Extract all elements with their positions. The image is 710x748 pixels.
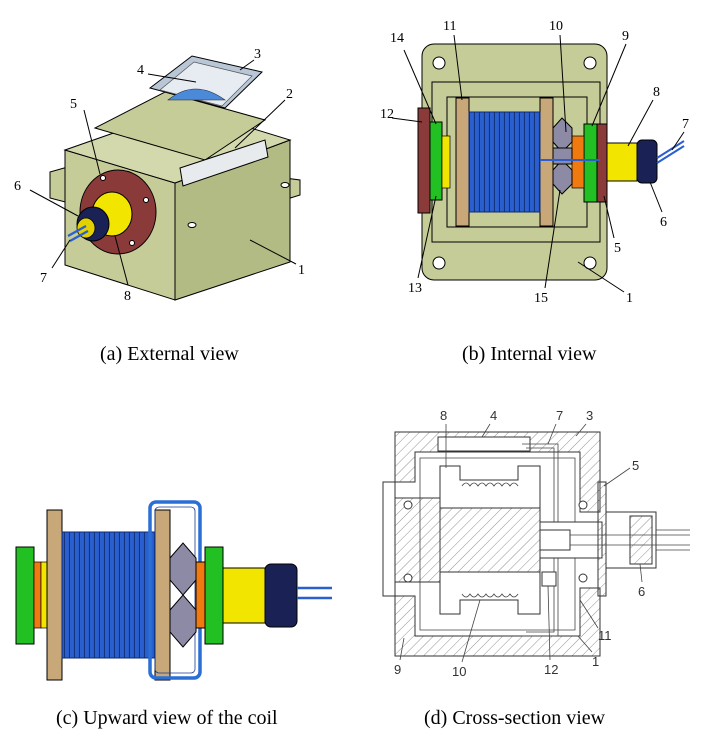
- corner-hole: [432, 256, 446, 270]
- coil-bottom-turns: [461, 593, 519, 598]
- corner-hole: [432, 56, 446, 70]
- blue-frame-inner: [154, 506, 196, 674]
- panel-a-external-view: 4 3 2 5 6 7 8 1 (a) External view: [14, 47, 305, 365]
- navy-cap-face: [76, 217, 96, 239]
- outlet-nut: [629, 515, 653, 565]
- navy-cap: [264, 563, 298, 628]
- inner-frame: [419, 457, 576, 631]
- label-8: 8: [653, 85, 660, 100]
- label-4: 4: [490, 408, 497, 423]
- hex-nut-bottom: [169, 594, 197, 648]
- left-end-plate: [382, 481, 396, 597]
- left-core-orange: [33, 561, 42, 629]
- coil-seen-through-window: [167, 88, 226, 101]
- iron-core: [439, 507, 541, 573]
- flange-bolt: [129, 240, 135, 246]
- bobbin-bottom: [439, 571, 541, 615]
- housing-roof: [93, 91, 267, 161]
- hex-nut-top: [169, 542, 197, 596]
- right-green-bushing: [583, 123, 598, 203]
- left-flange: [417, 107, 431, 214]
- panel-d-cross-section: 8 4 7 3 5 6 11 1 12 10 9 (d) Cross-secti…: [382, 408, 690, 729]
- coil-winding: [61, 531, 156, 659]
- label-5: 5: [614, 241, 621, 256]
- lead-wire: [656, 140, 685, 159]
- corner-hole: [583, 56, 597, 70]
- left-plug: [394, 497, 441, 583]
- label-4: 4: [137, 63, 144, 78]
- label-5: 5: [632, 458, 639, 473]
- caption-c: (c) Upward view of the coil: [56, 707, 278, 729]
- bobbin-right-plate: [154, 509, 171, 681]
- label-11: 11: [443, 19, 456, 34]
- coil-winding: [468, 111, 541, 213]
- label-14: 13: [408, 281, 422, 296]
- right-flange-5: [597, 481, 607, 597]
- flange-bolt: [143, 197, 149, 203]
- right-green-disc: [204, 546, 224, 645]
- bearing-ball: [403, 573, 413, 583]
- flange-bolt: [100, 175, 106, 181]
- label-6: 6: [14, 179, 21, 194]
- nameplate: [179, 139, 269, 187]
- label-12: 12: [544, 662, 558, 677]
- caption-d: (d) Cross-section view: [424, 707, 606, 729]
- hex-nut: [552, 117, 573, 153]
- label-9: 9: [622, 29, 629, 44]
- label-7: 7: [556, 408, 563, 423]
- right-flange: [596, 123, 608, 203]
- label-6: 6: [660, 215, 667, 230]
- left-green-disc: [15, 546, 35, 645]
- bobbin-left-plate: [46, 509, 63, 681]
- left-core-yellow: [441, 135, 451, 189]
- part-12-washer: [541, 571, 557, 587]
- panel-b-internal-view: 14 11 10 9 12 8 7 6 5 1 13 15 (b) Intern…: [380, 19, 689, 365]
- right-core-orange: [571, 135, 585, 189]
- label-12: 14: [390, 31, 404, 46]
- corner-hole: [583, 256, 597, 270]
- lead-wire: [67, 225, 87, 237]
- bearing-ball: [403, 500, 413, 510]
- label-10: 10: [452, 664, 466, 679]
- yellow-sleeve: [606, 142, 638, 182]
- bobbin-left: [455, 97, 470, 227]
- label-9: 9: [394, 662, 401, 677]
- coil-top-turns: [461, 482, 519, 487]
- label-2: 2: [286, 87, 293, 102]
- label-7: 7: [682, 117, 689, 132]
- lead-wire: [656, 145, 685, 164]
- caption-a: (a) External view: [100, 343, 239, 365]
- label-8: 8: [440, 408, 447, 423]
- top-cover-plate: [437, 436, 531, 452]
- mounting-hole: [280, 182, 290, 188]
- caption-b: (b) Internal view: [462, 343, 597, 365]
- label-7: 7: [40, 271, 47, 286]
- bobbin-right: [539, 97, 554, 227]
- label-8: 8: [124, 289, 131, 304]
- nut-middle: [552, 147, 573, 165]
- label-1: 1: [626, 291, 633, 306]
- yellow-sleeve: [222, 567, 266, 624]
- label-10: 10: [549, 19, 563, 34]
- bearing-ball: [578, 573, 588, 583]
- left-green-bushing: [429, 121, 443, 201]
- navy-cap: [636, 139, 658, 184]
- label-6: 6: [638, 584, 645, 599]
- bearing-ball: [578, 500, 588, 510]
- label-15: 15: [534, 291, 548, 306]
- label-13: 12: [380, 107, 394, 122]
- label-3: 3: [254, 47, 261, 62]
- label-3: 3: [586, 408, 593, 423]
- orange-spacer: [195, 561, 206, 629]
- mounting-hole: [187, 222, 197, 228]
- inner-bore: [539, 529, 571, 551]
- label-11: 11: [598, 628, 612, 643]
- panel-c-upward-view: (c) Upward view of the coil: [15, 500, 332, 729]
- bobbin-top: [439, 465, 541, 509]
- lead-wire: [69, 230, 89, 242]
- label-5: 5: [70, 97, 77, 112]
- label-1: 1: [298, 263, 305, 278]
- label-1: 1: [592, 654, 599, 669]
